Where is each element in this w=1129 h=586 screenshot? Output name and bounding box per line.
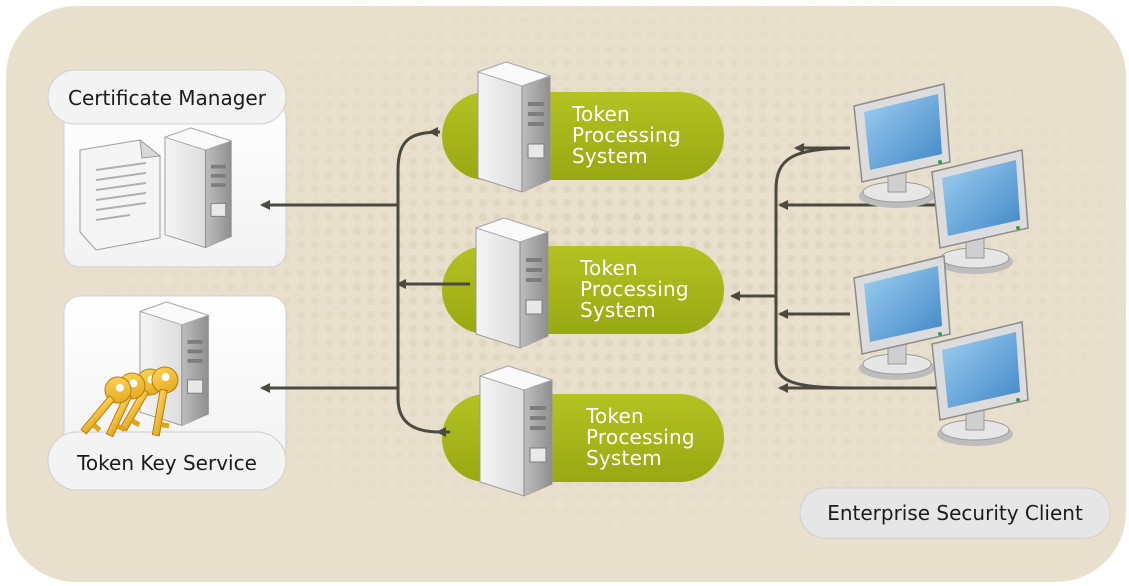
- enterprise-security-client-label: Enterprise Security Client: [827, 501, 1083, 525]
- tps-server-icon-3: [479, 365, 553, 497]
- tps-label-2-line-3: System: [580, 298, 656, 322]
- document-icon: [79, 138, 162, 251]
- certificate-server-icon: [164, 127, 232, 249]
- certificate-manager-box: [47, 69, 287, 268]
- tps-label-2-line-2: Processing: [580, 277, 689, 301]
- keys-icon: [80, 366, 179, 438]
- enterprise-security-client-pill: [799, 487, 1111, 539]
- tps-label-3-line-1: Token: [586, 404, 644, 428]
- tps-label-1: Token Processing System: [572, 104, 681, 167]
- tps-server-icon-2: [475, 217, 549, 349]
- token-key-service-label: Token Key Service: [77, 451, 257, 475]
- tps-label-1-line-1: Token: [572, 102, 630, 126]
- token-key-service-box: [47, 295, 287, 491]
- tps-label-2-line-1: Token: [580, 256, 638, 280]
- tps-label-1-line-3: System: [572, 144, 648, 168]
- tps-label-3-line-2: Processing: [586, 425, 695, 449]
- tps-label-1-line-2: Processing: [572, 123, 681, 147]
- certificate-manager-label: Certificate Manager: [68, 86, 266, 110]
- key-server-icon: [139, 301, 209, 426]
- tps-label-3: Token Processing System: [586, 406, 695, 469]
- tps-connectors: [260, 127, 470, 437]
- tps-server-icon-1: [477, 61, 551, 193]
- tps-label-2: Token Processing System: [580, 258, 689, 321]
- tps-label-3-line-3: System: [586, 446, 662, 470]
